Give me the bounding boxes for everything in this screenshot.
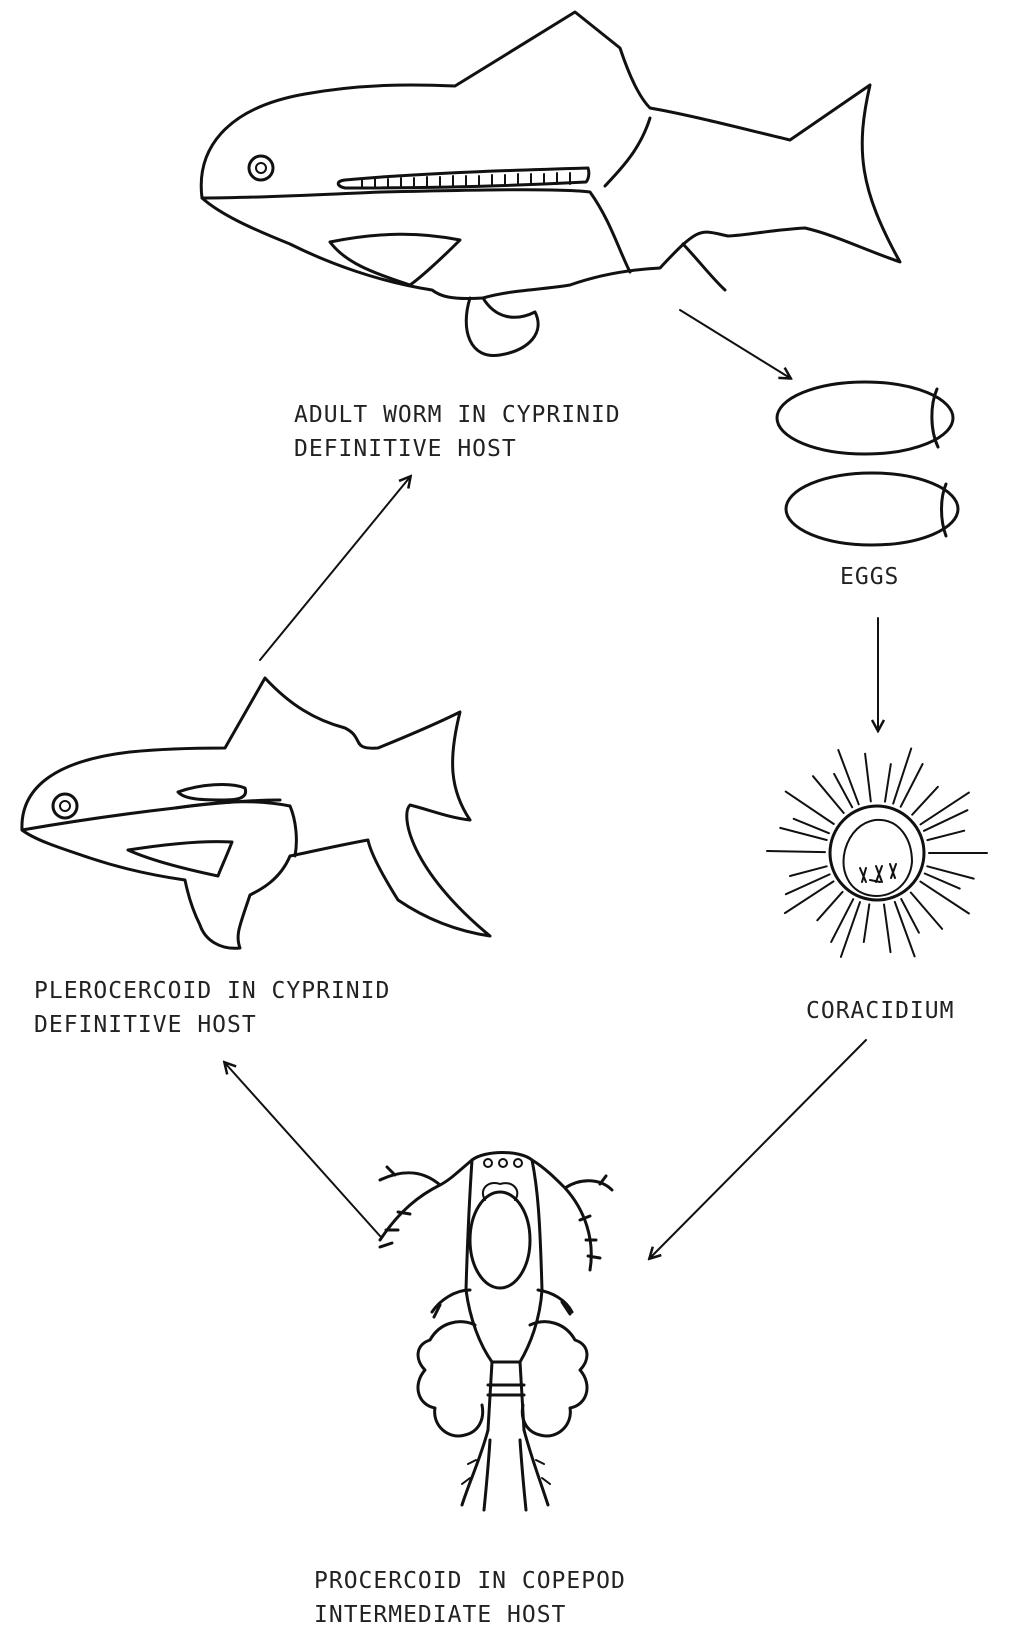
- adult-worm-label-line2: DEFINITIVE HOST: [294, 432, 621, 466]
- arrow-adult-to-eggs: [680, 310, 790, 378]
- plerocercoid-label: PLEROCERCOID IN CYPRINID DEFINITIVE HOST: [34, 974, 390, 1042]
- arrow-coracidium-to-copepod: [650, 1040, 866, 1258]
- procercoid-label-line1: PROCERCOID IN COPEPOD: [314, 1564, 626, 1598]
- adult-worm-label-line1: ADULT WORM IN CYPRINID: [294, 398, 621, 432]
- procercoid-label-line2: INTERMEDIATE HOST: [314, 1598, 626, 1632]
- coracidium-label: CORACIDIUM: [806, 994, 954, 1028]
- procercoid-label: PROCERCOID IN COPEPOD INTERMEDIATE HOST: [314, 1564, 626, 1632]
- plerocercoid-label-line1: PLEROCERCOID IN CYPRINID: [34, 974, 390, 1008]
- plerocercoid-fish-illustration: [22, 678, 490, 948]
- coracidium-illustration: [767, 749, 987, 957]
- adult-fish-illustration: [201, 12, 900, 356]
- arrow-plerocercoid-to-adult: [260, 477, 410, 660]
- adult-worm-label: ADULT WORM IN CYPRINID DEFINITIVE HOST: [294, 398, 621, 466]
- coracidium-label-line1: CORACIDIUM: [806, 994, 954, 1028]
- eggs-label: EGGS: [840, 560, 899, 594]
- eggs-illustration: [777, 382, 958, 545]
- copepod-illustration: [380, 1153, 612, 1511]
- eggs-label-line1: EGGS: [840, 560, 899, 594]
- plerocercoid-label-line2: DEFINITIVE HOST: [34, 1008, 390, 1042]
- arrow-copepod-to-plerocercoid: [225, 1063, 380, 1236]
